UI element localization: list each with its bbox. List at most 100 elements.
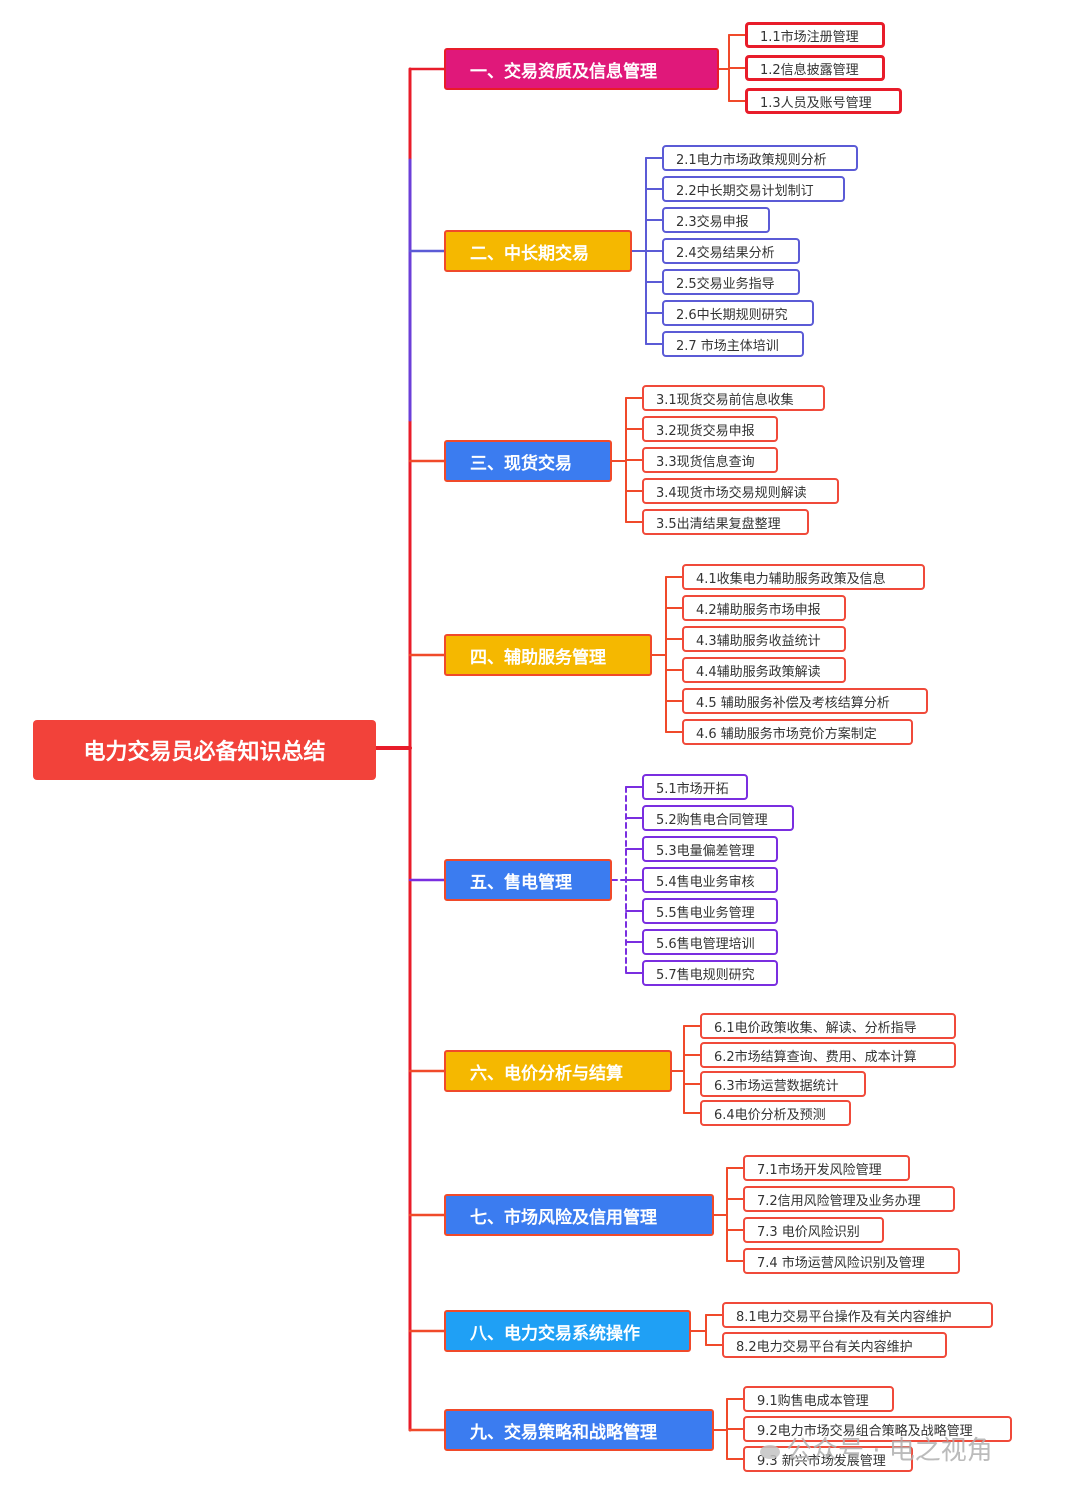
category-label: 八、电力交易系统操作 xyxy=(470,1323,640,1344)
wechat-icon xyxy=(760,1444,780,1459)
leaf-node[interactable]: 5.6售电管理培训 xyxy=(642,929,778,955)
leaf-node[interactable]: 8.2电力交易平台有关内容维护 xyxy=(722,1332,947,1358)
leaf-node[interactable]: 5.7售电规则研究 xyxy=(642,960,778,986)
leaf-label: 2.7 市场主体培训 xyxy=(676,338,779,354)
leaf-label: 5.1市场开拓 xyxy=(656,781,729,797)
leaf-node[interactable]: 7.3 电价风险识别 xyxy=(743,1217,884,1243)
category-label: 五、售电管理 xyxy=(470,872,572,893)
leaf-node[interactable]: 7.1市场开发风险管理 xyxy=(743,1155,910,1181)
leaf-node[interactable]: 7.4 市场运营风险识别及管理 xyxy=(743,1248,960,1274)
leaf-node[interactable]: 6.4电价分析及预测 xyxy=(700,1100,851,1126)
leaf-label: 2.3交易申报 xyxy=(676,214,749,230)
category-node[interactable]: 六、电价分析与结算 xyxy=(444,1050,672,1092)
leaf-label: 6.2市场结算查询、费用、成本计算 xyxy=(714,1049,917,1065)
leaf-node[interactable]: 1.1市场注册管理 xyxy=(745,22,885,48)
leaf-node[interactable]: 3.2现货交易申报 xyxy=(642,416,778,442)
leaf-label: 6.3市场运营数据统计 xyxy=(714,1078,839,1094)
leaf-node[interactable]: 8.1电力交易平台操作及有关内容维护 xyxy=(722,1302,993,1328)
leaf-node[interactable]: 5.1市场开拓 xyxy=(642,774,748,800)
leaf-node[interactable]: 2.7 市场主体培训 xyxy=(662,331,804,357)
leaf-node[interactable]: 2.4交易结果分析 xyxy=(662,238,800,264)
leaf-label: 7.4 市场运营风险识别及管理 xyxy=(757,1255,925,1271)
leaf-node[interactable]: 4.5 辅助服务补偿及考核结算分析 xyxy=(682,688,928,714)
leaf-node[interactable]: 7.2信用风险管理及业务办理 xyxy=(743,1186,955,1212)
category-node[interactable]: 一、交易资质及信息管理 xyxy=(444,48,719,90)
leaf-label: 4.4辅助服务政策解读 xyxy=(696,664,821,680)
category-label: 九、交易策略和战略管理 xyxy=(470,1422,657,1443)
leaf-node[interactable]: 1.3人员及账号管理 xyxy=(745,88,902,114)
leaf-label: 1.2信息披露管理 xyxy=(760,62,859,78)
leaf-node[interactable]: 3.5出清结果复盘整理 xyxy=(642,509,809,535)
leaf-label: 8.1电力交易平台操作及有关内容维护 xyxy=(736,1309,952,1325)
leaf-label: 4.5 辅助服务补偿及考核结算分析 xyxy=(696,695,890,711)
leaf-node[interactable]: 5.2购售电合同管理 xyxy=(642,805,794,831)
leaf-label: 3.5出清结果复盘整理 xyxy=(656,516,781,532)
leaf-node[interactable]: 4.3辅助服务收益统计 xyxy=(682,626,846,652)
leaf-label: 7.2信用风险管理及业务办理 xyxy=(757,1193,921,1209)
leaf-label: 9.2电力市场交易组合策略及战略管理 xyxy=(757,1423,973,1439)
leaf-node[interactable]: 4.4辅助服务政策解读 xyxy=(682,657,846,683)
category-node[interactable]: 三、现货交易 xyxy=(444,440,612,482)
category-label: 二、中长期交易 xyxy=(470,243,589,264)
leaf-node[interactable]: 9.1购售电成本管理 xyxy=(743,1386,894,1412)
leaf-node[interactable]: 4.6 辅助服务市场竞价方案制定 xyxy=(682,719,913,745)
leaf-label: 9.1购售电成本管理 xyxy=(757,1393,869,1409)
leaf-label: 1.3人员及账号管理 xyxy=(760,95,872,111)
leaf-label: 3.3现货信息查询 xyxy=(656,454,755,470)
category-label: 三、现货交易 xyxy=(470,453,572,474)
leaf-node[interactable]: 2.5交易业务指导 xyxy=(662,269,800,295)
leaf-label: 9.3 新兴市场发展管理 xyxy=(757,1453,886,1469)
leaf-node[interactable]: 3.3现货信息查询 xyxy=(642,447,778,473)
leaf-node[interactable]: 5.3电量偏差管理 xyxy=(642,836,778,862)
category-node[interactable]: 五、售电管理 xyxy=(444,859,612,901)
leaf-label: 4.2辅助服务市场申报 xyxy=(696,602,821,618)
leaf-label: 5.6售电管理培训 xyxy=(656,936,755,952)
leaf-node[interactable]: 1.2信息披露管理 xyxy=(745,55,885,81)
leaf-label: 3.1现货交易前信息收集 xyxy=(656,392,794,408)
category-label: 四、辅助服务管理 xyxy=(470,647,606,668)
leaf-label: 2.5交易业务指导 xyxy=(676,276,775,292)
watermark-text: 公众号 · 电之视角 xyxy=(786,1436,993,1466)
category-node[interactable]: 七、市场风险及信用管理 xyxy=(444,1194,714,1236)
category-node[interactable]: 四、辅助服务管理 xyxy=(444,634,652,676)
leaf-label: 3.4现货市场交易规则解读 xyxy=(656,485,807,501)
leaf-node[interactable]: 4.2辅助服务市场申报 xyxy=(682,595,846,621)
category-node[interactable]: 八、电力交易系统操作 xyxy=(444,1310,691,1352)
category-node[interactable]: 九、交易策略和战略管理 xyxy=(444,1409,714,1451)
leaf-node[interactable]: 6.3市场运营数据统计 xyxy=(700,1071,866,1097)
leaf-node[interactable]: 2.2中长期交易计划制订 xyxy=(662,176,845,202)
leaf-node[interactable]: 9.2电力市场交易组合策略及战略管理 xyxy=(743,1416,1012,1442)
leaf-node[interactable]: 2.3交易申报 xyxy=(662,207,770,233)
leaf-label: 5.2购售电合同管理 xyxy=(656,812,768,828)
leaf-label: 4.6 辅助服务市场竞价方案制定 xyxy=(696,726,877,742)
leaf-node[interactable]: 2.6中长期规则研究 xyxy=(662,300,814,326)
leaf-label: 5.3电量偏差管理 xyxy=(656,843,755,859)
leaf-node[interactable]: 3.1现货交易前信息收集 xyxy=(642,385,825,411)
leaf-label: 3.2现货交易申报 xyxy=(656,423,755,439)
leaf-label: 5.7售电规则研究 xyxy=(656,967,755,983)
leaf-node[interactable]: 2.1电力市场政策规则分析 xyxy=(662,145,858,171)
leaf-label: 7.3 电价风险识别 xyxy=(757,1224,860,1240)
leaf-label: 8.2电力交易平台有关内容维护 xyxy=(736,1339,913,1355)
leaf-node[interactable]: 6.2市场结算查询、费用、成本计算 xyxy=(700,1042,956,1068)
leaf-label: 4.1收集电力辅助服务政策及信息 xyxy=(696,571,886,587)
leaf-label: 2.2中长期交易计划制订 xyxy=(676,183,814,199)
leaf-label: 1.1市场注册管理 xyxy=(760,29,859,45)
category-label: 七、市场风险及信用管理 xyxy=(470,1207,657,1228)
leaf-node[interactable]: 6.1电价政策收集、解读、分析指导 xyxy=(700,1013,956,1039)
category-node[interactable]: 二、中长期交易 xyxy=(444,230,632,272)
leaf-label: 2.6中长期规则研究 xyxy=(676,307,788,323)
leaf-node[interactable]: 9.3 新兴市场发展管理 xyxy=(743,1446,913,1472)
root-node[interactable]: 电力交易员必备知识总结 xyxy=(33,720,376,780)
leaf-label: 2.4交易结果分析 xyxy=(676,245,775,261)
leaf-label: 6.4电价分析及预测 xyxy=(714,1107,826,1123)
leaf-node[interactable]: 4.1收集电力辅助服务政策及信息 xyxy=(682,564,925,590)
leaf-node[interactable]: 3.4现货市场交易规则解读 xyxy=(642,478,839,504)
leaf-label: 5.4售电业务审核 xyxy=(656,874,755,890)
leaf-node[interactable]: 5.5售电业务管理 xyxy=(642,898,778,924)
leaf-label: 5.5售电业务管理 xyxy=(656,905,755,921)
watermark: 公众号 · 电之视角 xyxy=(760,1430,993,1467)
leaf-label: 7.1市场开发风险管理 xyxy=(757,1162,882,1178)
leaf-node[interactable]: 5.4售电业务审核 xyxy=(642,867,778,893)
